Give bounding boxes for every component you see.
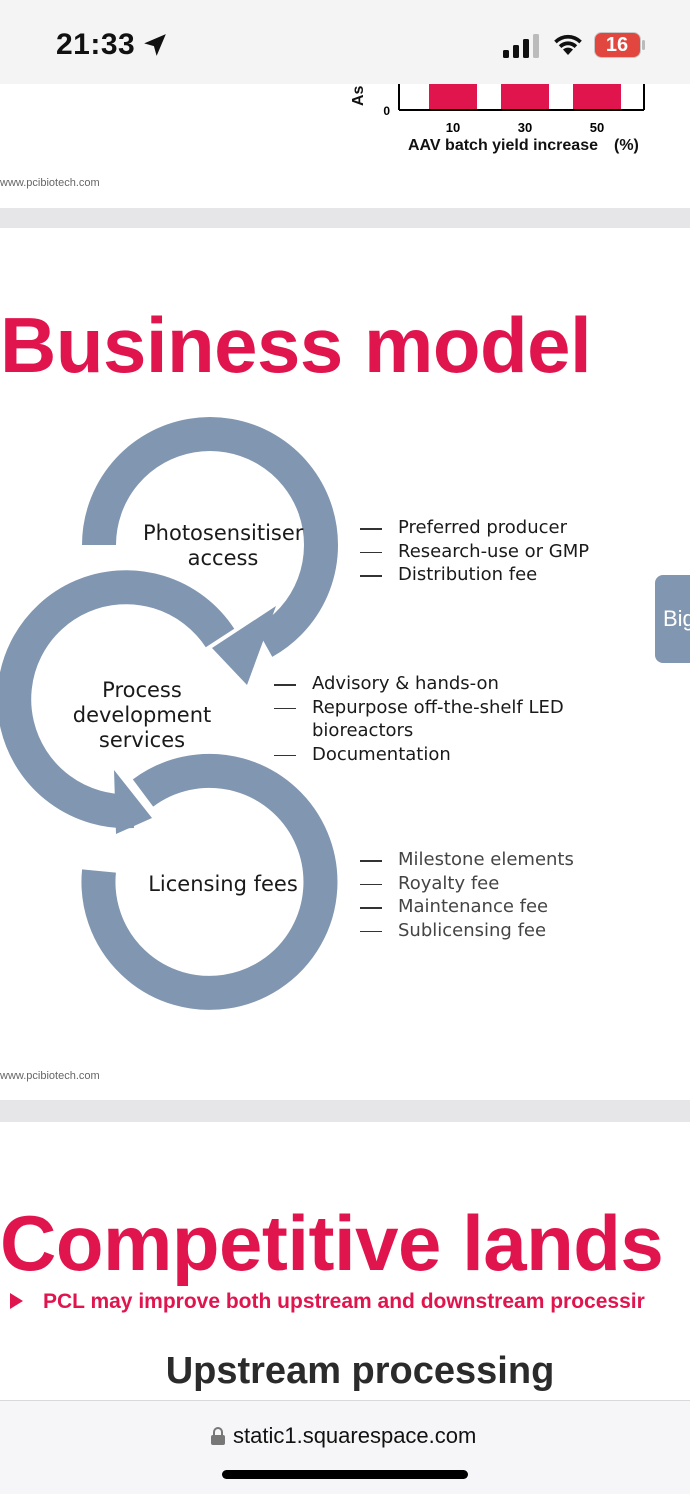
triangle-bullet-icon [10,1293,23,1309]
slide-business-model: Business model Photosensitiser access Pr… [0,228,690,1100]
cycle-arrowhead-2 [114,770,152,834]
slide-footer-url: www.pcibiotech.com [0,1070,100,1082]
home-indicator[interactable] [222,1470,468,1479]
list-item: Royalty fee [360,872,574,896]
status-time: 21:33 [56,28,136,61]
cycle-arrow-licensing [81,753,338,1010]
x-tick-50: 50 [590,120,604,135]
battery-icon [594,32,645,58]
slide-title: Competitive lands [0,1199,664,1287]
bullets-photosensitiser: Preferred producer Research-use or GMP D… [360,516,589,587]
bar-50 [573,84,621,109]
list-item: Documentation [274,743,564,767]
cycle-arrow-process [0,570,235,829]
slide-title: Business model [0,301,592,389]
business-cycle-diagram [0,417,338,1010]
slide-footer-url: www.pcibiotech.com [0,177,100,189]
bar-30 [501,84,549,109]
list-item: Maintenance fee [360,895,574,919]
status-bar: 21:33 16 [0,0,690,84]
y-axis-label: As [350,85,367,106]
cycle-arrowhead-1 [212,606,276,685]
cellular-signal-icon [503,34,539,58]
slide-separator [0,208,690,228]
list-item: Distribution fee [360,563,589,587]
slide-bullet: PCL may improve both upstream and downst… [10,1290,645,1314]
node-process-development: Process development services [72,678,212,752]
cycle-arrow-photosensitiser [82,417,338,657]
list-item: Preferred producer [360,516,589,540]
section-heading: Upstream processing [165,1350,555,1392]
node-photosensitiser-access: Photosensitiser access [143,521,304,570]
list-item: Advisory & hands-on [274,672,564,696]
y-tick-0: 0 [383,104,390,118]
x-tick-30: 30 [518,120,532,135]
bar-10 [429,84,477,109]
list-item: Research-use or GMP [360,540,589,564]
location-arrow-icon [144,34,166,56]
slide-competitive-landscape: Competitive lands PCL may improve both u… [0,1122,690,1412]
url-text[interactable]: static1.squarespace.com [233,1423,477,1448]
list-item: Milestone elements [360,848,574,872]
slide-separator [0,1100,690,1122]
browser-url-bar[interactable]: static1.squarespace.com [0,1400,690,1494]
bullets-licensing: Milestone elements Royalty fee Maintenan… [360,848,574,942]
slide-aav-yield-chart: 0 10 30 50 As AAV batch yield increase (… [0,84,690,208]
list-item-continuation: bioreactors [312,720,414,741]
x-tick-10: 10 [446,120,460,135]
list-item: Sublicensing fee [360,919,574,943]
battery-level: 16 [605,34,629,56]
list-item: Repurpose off-the-shelf LED [274,696,564,720]
node-licensing-fees: Licensing fees [148,872,298,896]
side-tab-big[interactable]: Big [655,575,690,663]
bullets-process: Advisory & hands-on Repurpose off-the-sh… [274,672,564,766]
x-axis-unit: (%) [614,137,639,154]
wifi-icon [554,34,582,55]
lock-icon [211,1427,225,1445]
bar-chart: 0 10 30 50 [383,84,645,135]
x-axis-label: AAV batch yield increase [408,137,598,154]
